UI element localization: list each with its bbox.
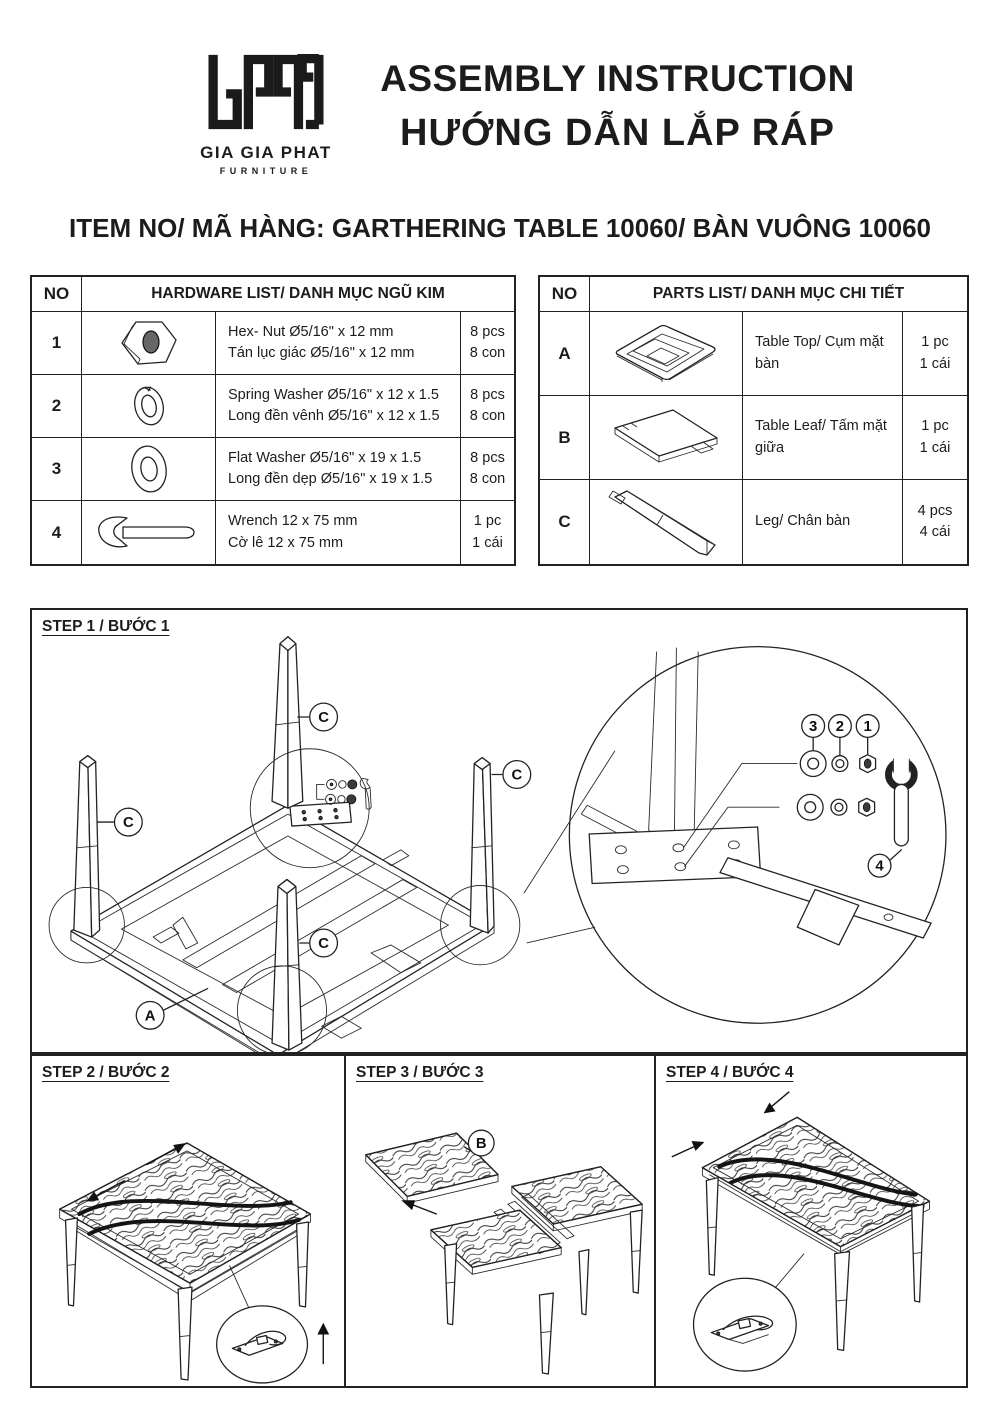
hardware-qty-vi: 8 con [469,471,506,487]
parts-qty-vi: 4 cái [919,524,951,540]
svg-text:C: C [318,936,329,952]
callout-leg-c: C [299,928,339,958]
hardware-row-no: 4 [32,501,82,564]
step4-diagram [671,1091,931,1372]
parts-qty-en: 1 pc [921,334,949,351]
svg-text:2: 2 [836,719,844,735]
parts-qty-en: 1 pc [921,418,949,435]
hardware-row-no: 3 [32,438,82,501]
flat-washer-icon [82,438,216,501]
step1-title: STEP 1 / BƯỚC 1 [42,618,170,635]
callout-leg-c: C [96,807,143,837]
step4-title: STEP 4 / BƯỚC 4 [666,1064,794,1081]
step3-diagram: B [365,1129,643,1375]
hardware-qty-vi: 8 con [469,345,506,361]
hardware-desc-en: Hex- Nut Ø5/16" x 12 mm [228,323,394,340]
wrench-icon [82,501,216,564]
brand-logo: GIA GIA PHAT FURNITURE [196,48,336,176]
callout-spring-washer-2: 2 [827,713,852,756]
svg-text:1: 1 [864,719,872,735]
step3-title: STEP 3 / BƯỚC 3 [356,1064,484,1081]
callout-flat-washer-3: 3 [801,713,826,751]
brand-subtitle: FURNITURE [219,166,313,176]
svg-text:C: C [511,767,522,783]
brand-name: GIA GIA PHAT [200,143,332,162]
hardware-desc-en: Spring Washer Ø5/16" x 12 x 1.5 [228,386,439,403]
item-number-line: ITEM NO/ MÃ HÀNG: GARTHERING TABLE 10060… [69,213,931,243]
hardware-qty-en: 8 pcs [470,449,505,466]
parts-row-no: C [540,480,590,564]
hardware-title: HARDWARE LIST/ DANH MỤC NGŨ KIM [82,277,514,312]
hardware-row-no: 1 [32,312,82,375]
callout-leaf-b: B [463,1129,495,1157]
fastener-row-1 [799,750,877,778]
latch-icon [231,1330,287,1356]
mini-fasteners-icon [316,778,372,810]
parts-no-header: NO [540,277,590,312]
fastener-row-2 [796,793,876,821]
latch-locked-icon [710,1315,774,1344]
hardware-qty-en: 1 pc [473,513,502,530]
step2-panel: STEP 2 / BƯỚC 2 [30,1054,346,1388]
callout-hex-nut-1: 1 [855,713,880,755]
hardware-desc-en: Flat Washer Ø5/16" x 19 x 1.5 [228,449,422,466]
svg-text:C: C [318,710,329,726]
svg-text:C: C [123,815,134,831]
step3-panel: STEP 3 / BƯỚC 3 B [344,1054,656,1388]
svg-text:3: 3 [809,719,817,735]
parts-row-no: A [540,312,590,396]
brand-monogram-icon [208,53,324,130]
hardware-qty-en: 8 pcs [470,386,505,403]
wrench-detail-icon [885,752,918,847]
callout-leg-c: C [297,702,339,732]
table-top-icon [590,312,743,396]
parts-qty-en: 4 pcs [917,502,953,519]
leg-icon [590,480,743,564]
page-title-vi: HƯỚNG DẪN LẮP RÁP [400,112,835,154]
hardware-list-table: NO HARDWARE LIST/ DANH MỤC NGŨ KIM 1 Hex… [30,275,516,566]
hardware-qty-vi: 8 con [469,408,506,424]
hardware-desc-vi: Long đền vênh Ø5/16" x 12 x 1.5 [228,408,440,424]
step2-diagram [59,1142,330,1384]
parts-row-no: B [540,396,590,480]
page-title-en: ASSEMBLY INSTRUCTION [380,58,855,99]
parts-desc: Table Leaf/ Tấm mặt giữa [755,418,887,456]
step1-diagram: C C C C A [48,636,947,1052]
step4-panel: STEP 4 / BƯỚC 4 [654,1054,968,1388]
parts-qty-vi: 1 cái [919,355,951,372]
parts-title: PARTS LIST/ DANH MỤC CHI TIẾT [590,277,967,312]
svg-text:A: A [145,1008,156,1024]
hardware-qty-en: 8 pcs [470,323,505,340]
hardware-desc-en: Wrench 12 x 75 mm [228,513,358,530]
svg-text:B: B [476,1136,487,1152]
parts-desc: Table Top/ Cụm mặt bàn [755,334,884,372]
parts-desc: Leg/ Chân bàn [755,513,851,530]
hardware-desc-vi: Cờ lê 12 x 75 mm [228,534,344,551]
hardware-no-header: NO [32,277,82,312]
svg-text:4: 4 [875,859,884,875]
spring-washer-icon [82,375,216,438]
table-leaf-icon [590,396,743,480]
step2-title: STEP 2 / BƯỚC 2 [42,1064,170,1081]
hardware-row-no: 2 [32,375,82,438]
callout-tabletop-a: A [135,987,209,1030]
hardware-desc-vi: Long đền dẹp Ø5/16" x 19 x 1.5 [228,471,433,487]
step1-panel: STEP 1 / BƯỚC 1 [30,608,968,1054]
hardware-qty-vi: 1 cái [472,534,503,551]
callout-leg-c: C [491,759,532,790]
parts-list-table: NO PARTS LIST/ DANH MỤC CHI TIẾT A Table… [538,275,969,566]
hex-nut-icon [82,312,216,375]
parts-qty-vi: 1 cái [919,439,951,456]
hardware-desc-vi: Tán lục giác Ø5/16" x 12 mm [228,345,415,361]
callout-wrench-4: 4 [867,849,903,878]
